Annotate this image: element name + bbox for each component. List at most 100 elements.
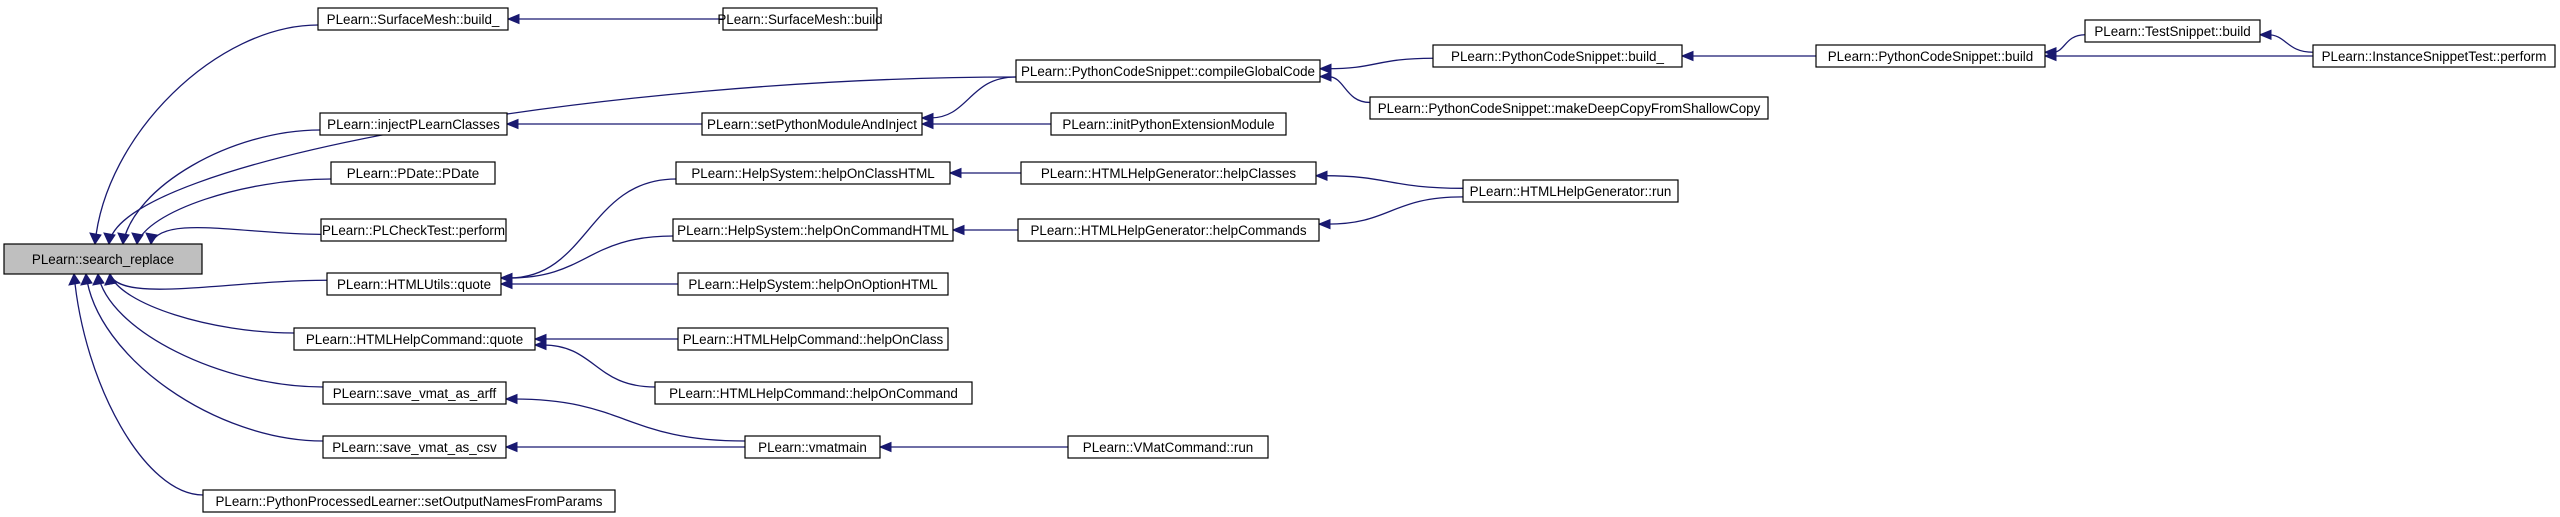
node-label: PLearn::injectPLearnClasses — [327, 117, 500, 132]
node-htmlutils_quote[interactable]: PLearn::HTMLUtils::quote — [326, 272, 502, 296]
node-label: PLearn::PythonCodeSnippet::build_ — [1451, 49, 1664, 64]
edge-save_csv-to-root — [85, 273, 324, 442]
node-sm_build[interactable]: PLearn::SurfaceMesh::build — [717, 7, 883, 31]
node-box — [654, 381, 973, 405]
node-box — [322, 381, 507, 405]
edge-hs_class-to-htmlutils_quote — [508, 178, 677, 279]
arrowhead-pcs_deepcopy-to-pcs_compile — [1318, 71, 1332, 82]
node-label: PLearn::search_replace — [32, 252, 174, 267]
arrowhead-pcs_build_-to-pcs_compile — [1318, 63, 1332, 74]
node-label: PLearn::HelpSystem::helpOnOptionHTML — [688, 277, 937, 292]
node-pcs_compile[interactable]: PLearn::PythonCodeSnippet::compileGlobal… — [1015, 59, 1321, 83]
node-box — [1432, 44, 1683, 68]
node-ppl_setout[interactable]: PLearn::PythonProcessedLearner::setOutpu… — [202, 489, 616, 513]
edge-save_arff-to-root — [97, 273, 324, 388]
node-label: PLearn::HTMLHelpGenerator::helpCommands — [1030, 223, 1306, 238]
edge-plcheck-to-root — [150, 226, 322, 245]
node-box — [1020, 161, 1317, 185]
node-setpy[interactable]: PLearn::setPythonModuleAndInject — [701, 112, 923, 136]
node-label: PLearn::initPythonExtensionModule — [1062, 117, 1274, 132]
node-label: PLearn::PythonCodeSnippet::makeDeepCopyF… — [1378, 101, 1761, 116]
nodes-layer: PLearn::search_replace PLearn::SurfaceMes… — [3, 7, 2556, 513]
node-ts_build[interactable]: PLearn::TestSnippet::build — [2084, 19, 2261, 43]
node-box — [1050, 112, 1287, 136]
node-vmatcmd_run[interactable]: PLearn::VMatCommand::run — [1067, 435, 1269, 459]
arrowhead-initpy-to-setpy — [920, 118, 934, 130]
edge-pcs_deepcopy-to-pcs_compile — [1327, 75, 1371, 104]
node-box — [326, 272, 502, 296]
edge-pcs_build_-to-pcs_compile — [1327, 57, 1434, 70]
node-hhc_command[interactable]: PLearn::HTMLHelpCommand::helpOnCommand — [654, 381, 973, 405]
edges-layer — [68, 13, 2314, 496]
arrowhead-hhg_classes-to-hs_class — [948, 167, 962, 179]
node-ist_perform[interactable]: PLearn::InstanceSnippetTest::perform — [2312, 44, 2556, 68]
node-pdate[interactable]: PLearn::PDate::PDate — [330, 161, 496, 185]
arrowhead-ppl_setout-to-root — [68, 272, 81, 286]
arrowhead-pcs_compile-to-root — [103, 232, 116, 246]
edge-hhg_run-to-hhg_commands — [1326, 196, 1464, 225]
node-box — [744, 435, 881, 459]
node-box — [1462, 179, 1679, 203]
edge-ts_build-to-pcs_build — [2052, 34, 2086, 53]
node-plcheck[interactable]: PLearn::PLCheckTest::perform — [320, 218, 507, 242]
node-sm_build_[interactable]: PLearn::SurfaceMesh::build_ — [317, 7, 509, 31]
arrowhead-hs_option-to-htmlutils_quote — [499, 278, 513, 290]
node-pcs_build_[interactable]: PLearn::PythonCodeSnippet::build_ — [1432, 44, 1683, 68]
node-root[interactable]: PLearn::search_replace — [3, 243, 203, 275]
node-label: PLearn::save_vmat_as_arff — [333, 386, 497, 401]
node-label: PLearn::SurfaceMesh::build — [717, 12, 882, 27]
node-label: PLearn::HTMLUtils::quote — [337, 277, 491, 292]
node-save_csv[interactable]: PLearn::save_vmat_as_csv — [322, 435, 507, 459]
node-box — [319, 112, 508, 136]
arrowhead-save_csv-to-root — [80, 272, 93, 286]
arrowhead-ist_perform-to-pcs_build — [2043, 50, 2057, 62]
edge-hs_command-to-htmlutils_quote — [508, 235, 674, 279]
node-hs_command[interactable]: PLearn::HelpSystem::helpOnCommandHTML — [672, 218, 954, 242]
node-box — [672, 218, 954, 242]
arrowhead-pcs_build-to-pcs_build_ — [1680, 50, 1694, 62]
node-label: PLearn::HTMLHelpCommand::helpOnClass — [683, 332, 944, 347]
node-pcs_deepcopy[interactable]: PLearn::PythonCodeSnippet::makeDeepCopyF… — [1369, 96, 1769, 120]
edge-inject-to-root — [122, 129, 321, 245]
edge-pcs_compile-to-setpy — [929, 76, 1017, 119]
node-label: PLearn::setPythonModuleAndInject — [707, 117, 917, 132]
node-inject[interactable]: PLearn::injectPLearnClasses — [319, 112, 508, 136]
edge-htmlutils_quote-to-root — [109, 273, 328, 290]
arrowhead-vmatmain-to-save_arff — [504, 393, 518, 405]
arrowhead-plcheck-to-root — [145, 232, 158, 246]
arrowhead-setpy-to-inject — [505, 118, 519, 130]
node-box — [1815, 44, 2046, 68]
node-box — [320, 218, 507, 242]
node-box — [322, 435, 507, 459]
edge-sm_build_-to-root — [94, 24, 319, 245]
node-label: PLearn::PythonCodeSnippet::build — [1828, 49, 2033, 64]
node-box — [2312, 44, 2556, 68]
node-save_arff[interactable]: PLearn::save_vmat_as_arff — [322, 381, 507, 405]
node-hs_class[interactable]: PLearn::HelpSystem::helpOnClassHTML — [675, 161, 951, 185]
node-label: PLearn::PythonProcessedLearner::setOutpu… — [215, 494, 602, 509]
node-hhg_commands[interactable]: PLearn::HTMLHelpGenerator::helpCommands — [1017, 218, 1320, 242]
edge-ist_perform-to-ts_build — [2267, 34, 2314, 53]
edge-ppl_setout-to-root — [73, 273, 204, 496]
node-label: PLearn::SurfaceMesh::build_ — [327, 12, 500, 27]
arrowhead-pdate-to-root — [131, 232, 144, 246]
edge-hhc_quote-to-root — [109, 273, 295, 334]
node-hs_option[interactable]: PLearn::HelpSystem::helpOnOptionHTML — [677, 272, 949, 296]
node-hhc_quote[interactable]: PLearn::HTMLHelpCommand::quote — [293, 327, 536, 351]
node-label: PLearn::HelpSystem::helpOnClassHTML — [691, 166, 934, 181]
node-box — [2084, 19, 2261, 43]
arrowhead-hhc_quote-to-root — [104, 272, 117, 286]
node-pcs_build[interactable]: PLearn::PythonCodeSnippet::build — [1815, 44, 2046, 68]
node-hhg_classes[interactable]: PLearn::HTMLHelpGenerator::helpClasses — [1020, 161, 1317, 185]
node-vmatmain[interactable]: PLearn::vmatmain — [744, 435, 881, 459]
node-hhg_run[interactable]: PLearn::HTMLHelpGenerator::run — [1462, 179, 1679, 203]
edge-vmatmain-to-save_arff — [513, 398, 746, 442]
node-box — [677, 272, 949, 296]
node-label: PLearn::HTMLHelpGenerator::helpClasses — [1041, 166, 1297, 181]
node-label: PLearn::HTMLHelpCommand::quote — [306, 332, 523, 347]
node-initpy[interactable]: PLearn::initPythonExtensionModule — [1050, 112, 1287, 136]
node-hhc_class[interactable]: PLearn::HTMLHelpCommand::helpOnClass — [677, 327, 949, 351]
edge-hhc_command-to-hhc_quote — [542, 344, 656, 388]
node-label: PLearn::HTMLHelpGenerator::run — [1470, 184, 1672, 199]
